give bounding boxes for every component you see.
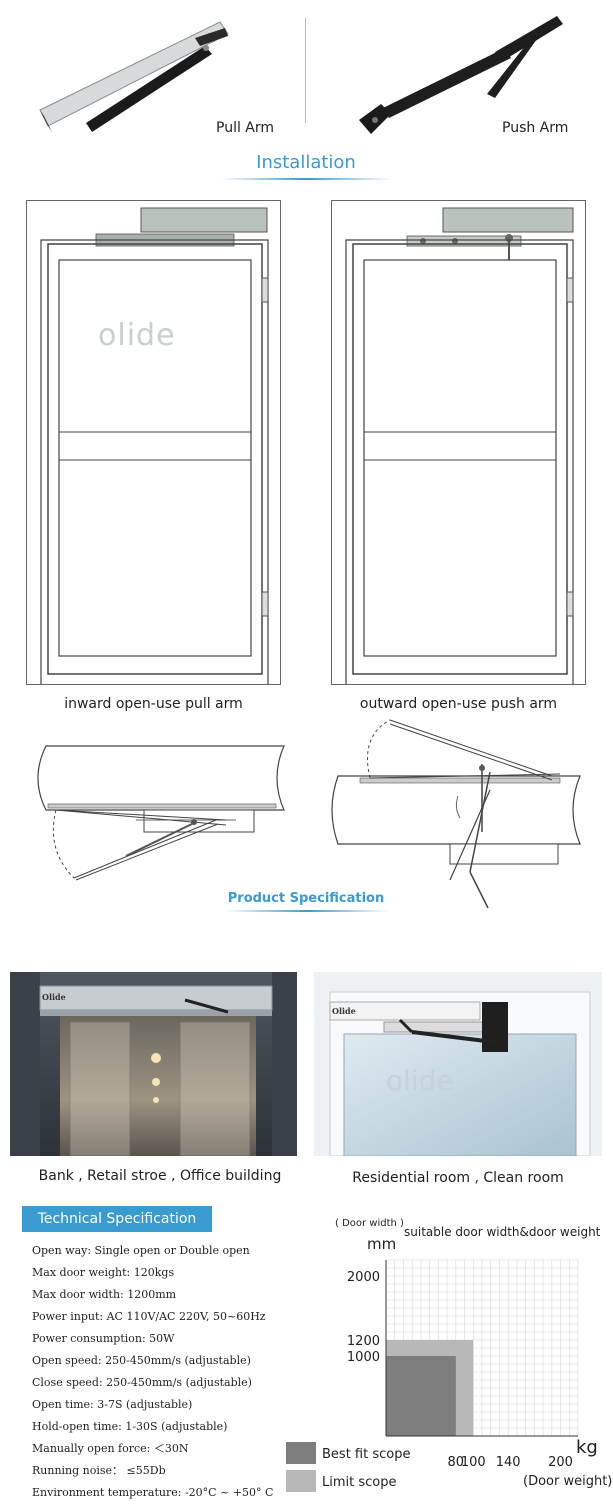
residential-clean-room-photo: Olide olide bbox=[314, 972, 602, 1156]
spec-open-time: Open time: 3-7S (adjustable) bbox=[32, 1398, 193, 1411]
pull-arm-label: Pull Arm bbox=[216, 120, 275, 136]
spec-running-noise: Running noise： ≤55Db bbox=[32, 1464, 166, 1477]
push-arm-swing-diagram bbox=[331, 719, 581, 909]
pull-arm-swing-diagram bbox=[37, 745, 285, 881]
chart-title: suitable door width&door weight bbox=[404, 1225, 601, 1239]
installation-title: Installation bbox=[256, 152, 356, 173]
legend-swatch-limit-scope bbox=[286, 1470, 316, 1492]
bank-retail-office-caption: Bank , Retail stroe , Office building bbox=[38, 1168, 282, 1184]
push-arm-image bbox=[359, 16, 563, 134]
chart-y-tick-label: 2000 bbox=[347, 1270, 380, 1285]
spec-hold-open-time: Hold-open time: 1-30S (adjustable) bbox=[32, 1420, 228, 1433]
legend-label-limit-scope: Limit scope bbox=[322, 1475, 396, 1490]
spec-open-way: Open way: Single open or Double open bbox=[32, 1244, 250, 1257]
spec-close-speed: Close speed: 250-450mm/s (adjustable) bbox=[32, 1376, 252, 1389]
product-spec-title-underline bbox=[225, 910, 389, 912]
chart-y-tick-label: 1200 bbox=[347, 1334, 380, 1349]
spec-open-speed: Open speed: 250-450mm/s (adjustable) bbox=[32, 1354, 251, 1367]
chart-yunit: mm bbox=[367, 1235, 397, 1253]
push-arm-caption: outward open-use push arm bbox=[359, 696, 558, 712]
installation-title-underline bbox=[220, 178, 392, 180]
operator-logo-left: Olide bbox=[42, 992, 66, 1002]
tech-spec-header: Technical Specification bbox=[22, 1206, 212, 1232]
chart-ylabel-top: ( Door width ) bbox=[335, 1218, 404, 1229]
chart-xunit: kg bbox=[576, 1437, 598, 1458]
legend-swatch-best-fit-scope bbox=[286, 1442, 316, 1464]
spec-max-door-width: Max door width: 1200mm bbox=[32, 1288, 177, 1301]
pull-arm-caption: inward open-use pull arm bbox=[64, 696, 243, 712]
operator-logo-right: Olide bbox=[332, 1006, 356, 1016]
push-arm-label: Push Arm bbox=[502, 120, 569, 136]
spec-manual-open-force: Manually open force: ＜30N bbox=[32, 1442, 189, 1455]
chart-xlabel: (Door weight) bbox=[523, 1474, 613, 1489]
spec-power-consumption: Power consumption: 50W bbox=[32, 1332, 175, 1345]
chart-x-tick-label: 200 bbox=[548, 1455, 573, 1470]
spec-max-door-weight: Max door weight: 120kgs bbox=[32, 1266, 175, 1279]
chart-y-tick-label: 1000 bbox=[347, 1350, 380, 1365]
push-arm-door-diagram bbox=[331, 200, 586, 685]
spec-environment-temperature: Environment temperature: -20°C ~ +50° C bbox=[32, 1486, 274, 1499]
pull-arm-image bbox=[39, 21, 229, 132]
product-spec-title: Product Specification bbox=[227, 891, 385, 906]
pull-arm-door-diagram bbox=[26, 200, 281, 685]
chart-region-best-fit-scope bbox=[386, 1356, 456, 1436]
bank-retail-office-photo: Olide bbox=[10, 972, 297, 1156]
chart-x-tick-label: 140 bbox=[496, 1455, 521, 1470]
chart-x-tick-label: 100 bbox=[461, 1455, 486, 1470]
tech-spec-list: Open way: Single open or Double open Max… bbox=[32, 1240, 302, 1504]
chart-x-tick-label: 80 bbox=[448, 1455, 465, 1470]
door-watermark-right: olide bbox=[386, 1064, 454, 1097]
top-divider bbox=[305, 18, 306, 123]
door-watermark-left: olide bbox=[98, 318, 176, 353]
legend-label-best-fit-scope: Best fit scope bbox=[322, 1447, 410, 1462]
spec-power-input: Power input: AC 110V/AC 220V, 50~60Hz bbox=[32, 1310, 266, 1323]
residential-clean-room-caption: Residential room , Clean room bbox=[352, 1170, 564, 1186]
